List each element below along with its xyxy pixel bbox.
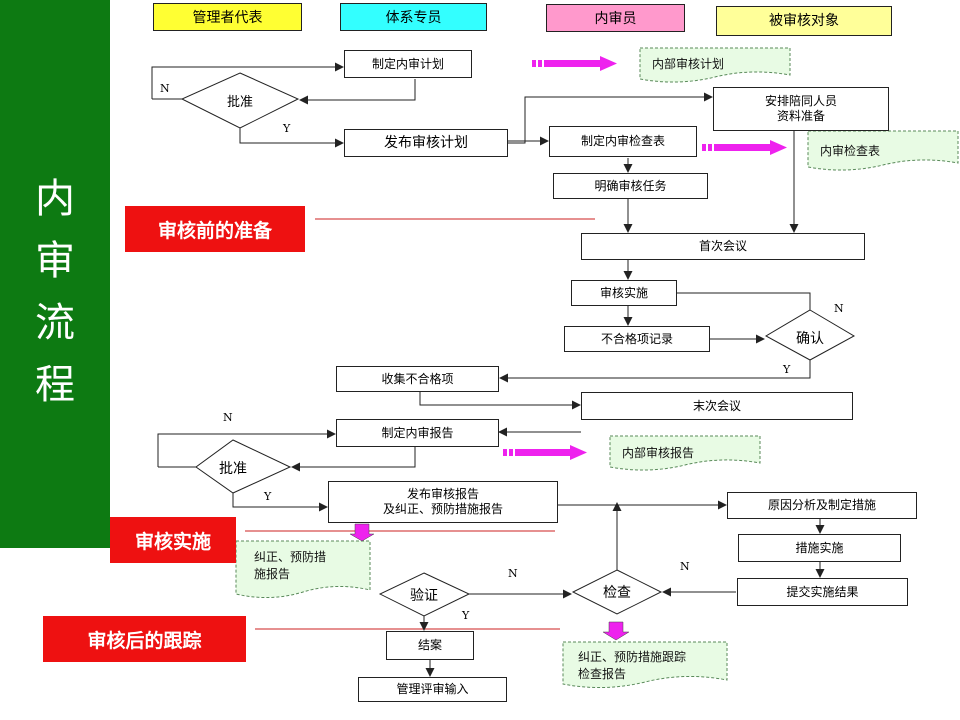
role-header-system-specialist: 体系专员: [340, 3, 487, 31]
step-implement-measures: 措施实施: [738, 534, 901, 562]
label-no: N: [160, 82, 170, 95]
step-close-case: 结案: [386, 631, 474, 660]
step-submit-results: 提交实施结果: [737, 578, 908, 606]
step-arrange-escort: 安排陪同人员 资料准备: [713, 87, 889, 131]
stage-label-preparation: 审核前的准备: [125, 206, 305, 252]
step-make-checklist: 制定内审检查表: [549, 126, 697, 157]
decision-diamonds: [180, 72, 856, 617]
label-no: N: [834, 302, 844, 315]
label-yes: Y: [783, 363, 791, 376]
doc-corrective-action-report: 纠正、预防措 施报告: [254, 550, 327, 581]
step-clarify-tasks: 明确审核任务: [553, 173, 708, 199]
stage-label-follow-up: 审核后的跟踪: [43, 616, 246, 662]
doc-audit-checklist: 内审检查表: [820, 143, 881, 158]
decision-confirm: 确认: [796, 331, 824, 347]
label-no: N: [223, 411, 233, 424]
doc-internal-audit-plan: 内部审核计划: [652, 56, 725, 71]
title-bar: [0, 0, 110, 548]
step-publish-audit-report: 发布审核报告 及纠正、预防措施报告: [328, 481, 558, 523]
page-title: 内 审 流 程: [35, 176, 75, 408]
doc-internal-audit-report: 内部审核报告: [622, 445, 695, 460]
label-yes: Y: [462, 609, 470, 622]
decision-verify: 验证: [410, 588, 438, 604]
connector-lines: [151, 62, 825, 677]
step-closing-meeting: 末次会议: [581, 392, 853, 420]
role-header-manager: 管理者代表: [153, 3, 302, 31]
step-publish-audit-plan: 发布审核计划: [344, 129, 508, 157]
label-no: N: [508, 567, 518, 580]
step-make-audit-plan: 制定内审计划: [344, 50, 472, 78]
decision-approve-report: 批准: [219, 461, 247, 477]
doc-tracking-inspection-report: 纠正、预防措施跟踪 检查报告: [578, 650, 687, 681]
step-audit-implementation: 审核实施: [571, 280, 677, 306]
decision-check: 检查: [603, 585, 631, 601]
stage-lines: [245, 218, 595, 630]
step-management-review-input: 管理评审输入: [358, 677, 507, 702]
role-header-auditor: 内审员: [546, 4, 685, 32]
stage-label-implementation: 审核实施: [110, 517, 236, 563]
step-first-meeting: 首次会议: [581, 233, 865, 260]
magenta-down-arrows: [349, 523, 630, 641]
step-collect-nc: 收集不合格项: [336, 366, 499, 392]
label-no: N: [680, 560, 690, 573]
step-nc-record: 不合格项记录: [564, 326, 710, 352]
magenta-arrows: [503, 56, 787, 460]
label-yes: Y: [283, 122, 291, 135]
step-make-audit-report: 制定内审报告: [336, 419, 499, 447]
role-header-auditee: 被审核对象: [716, 6, 892, 36]
decision-approve-plan: 批准: [226, 95, 253, 110]
document-shapes: [235, 47, 959, 689]
step-cause-analysis: 原因分析及制定措施: [727, 492, 917, 519]
label-yes: Y: [264, 490, 272, 503]
